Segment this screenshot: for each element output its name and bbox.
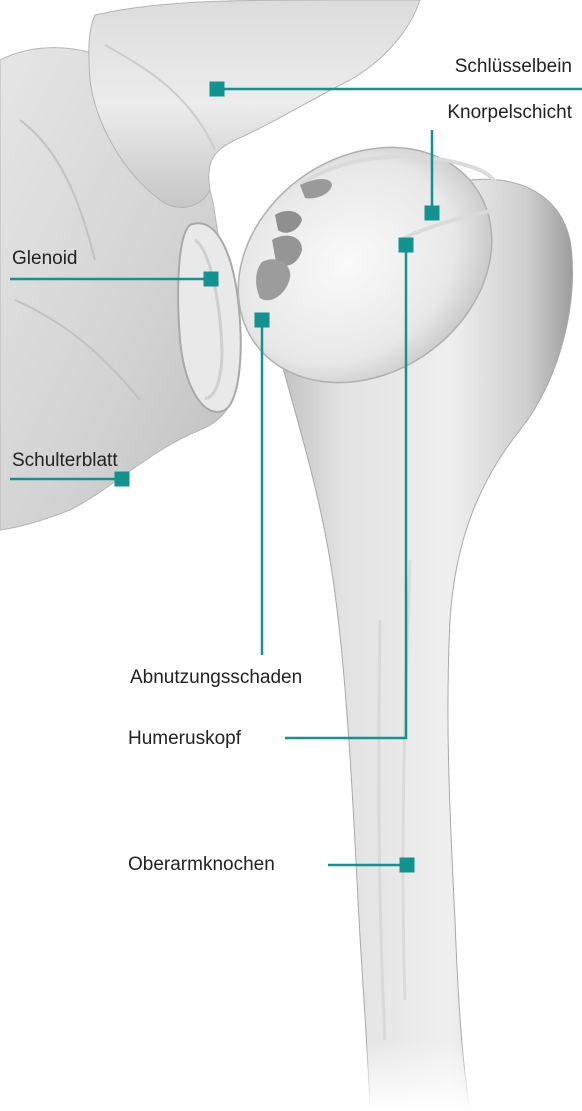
label-oberarmknochen: Oberarmknochen xyxy=(128,854,275,876)
label-abnutzungsschaden: Abnutzungsschaden xyxy=(130,667,302,689)
marker-schluesselbein xyxy=(210,82,225,97)
label-schluesselbein: Schlüsselbein xyxy=(455,56,572,78)
label-humeruskopf: Humeruskopf xyxy=(128,728,241,750)
marker-humeruskopf xyxy=(399,238,414,253)
marker-knorpelschicht xyxy=(425,206,440,221)
marker-schulterblatt xyxy=(115,472,130,487)
label-schulterblatt: Schulterblatt xyxy=(12,450,118,472)
label-glenoid: Glenoid xyxy=(12,248,78,270)
marker-oberarmknochen xyxy=(400,858,415,873)
label-knorpelschicht: Knorpelschicht xyxy=(447,102,572,124)
marker-glenoid xyxy=(204,272,219,287)
marker-abnutzungsschaden xyxy=(255,313,270,328)
